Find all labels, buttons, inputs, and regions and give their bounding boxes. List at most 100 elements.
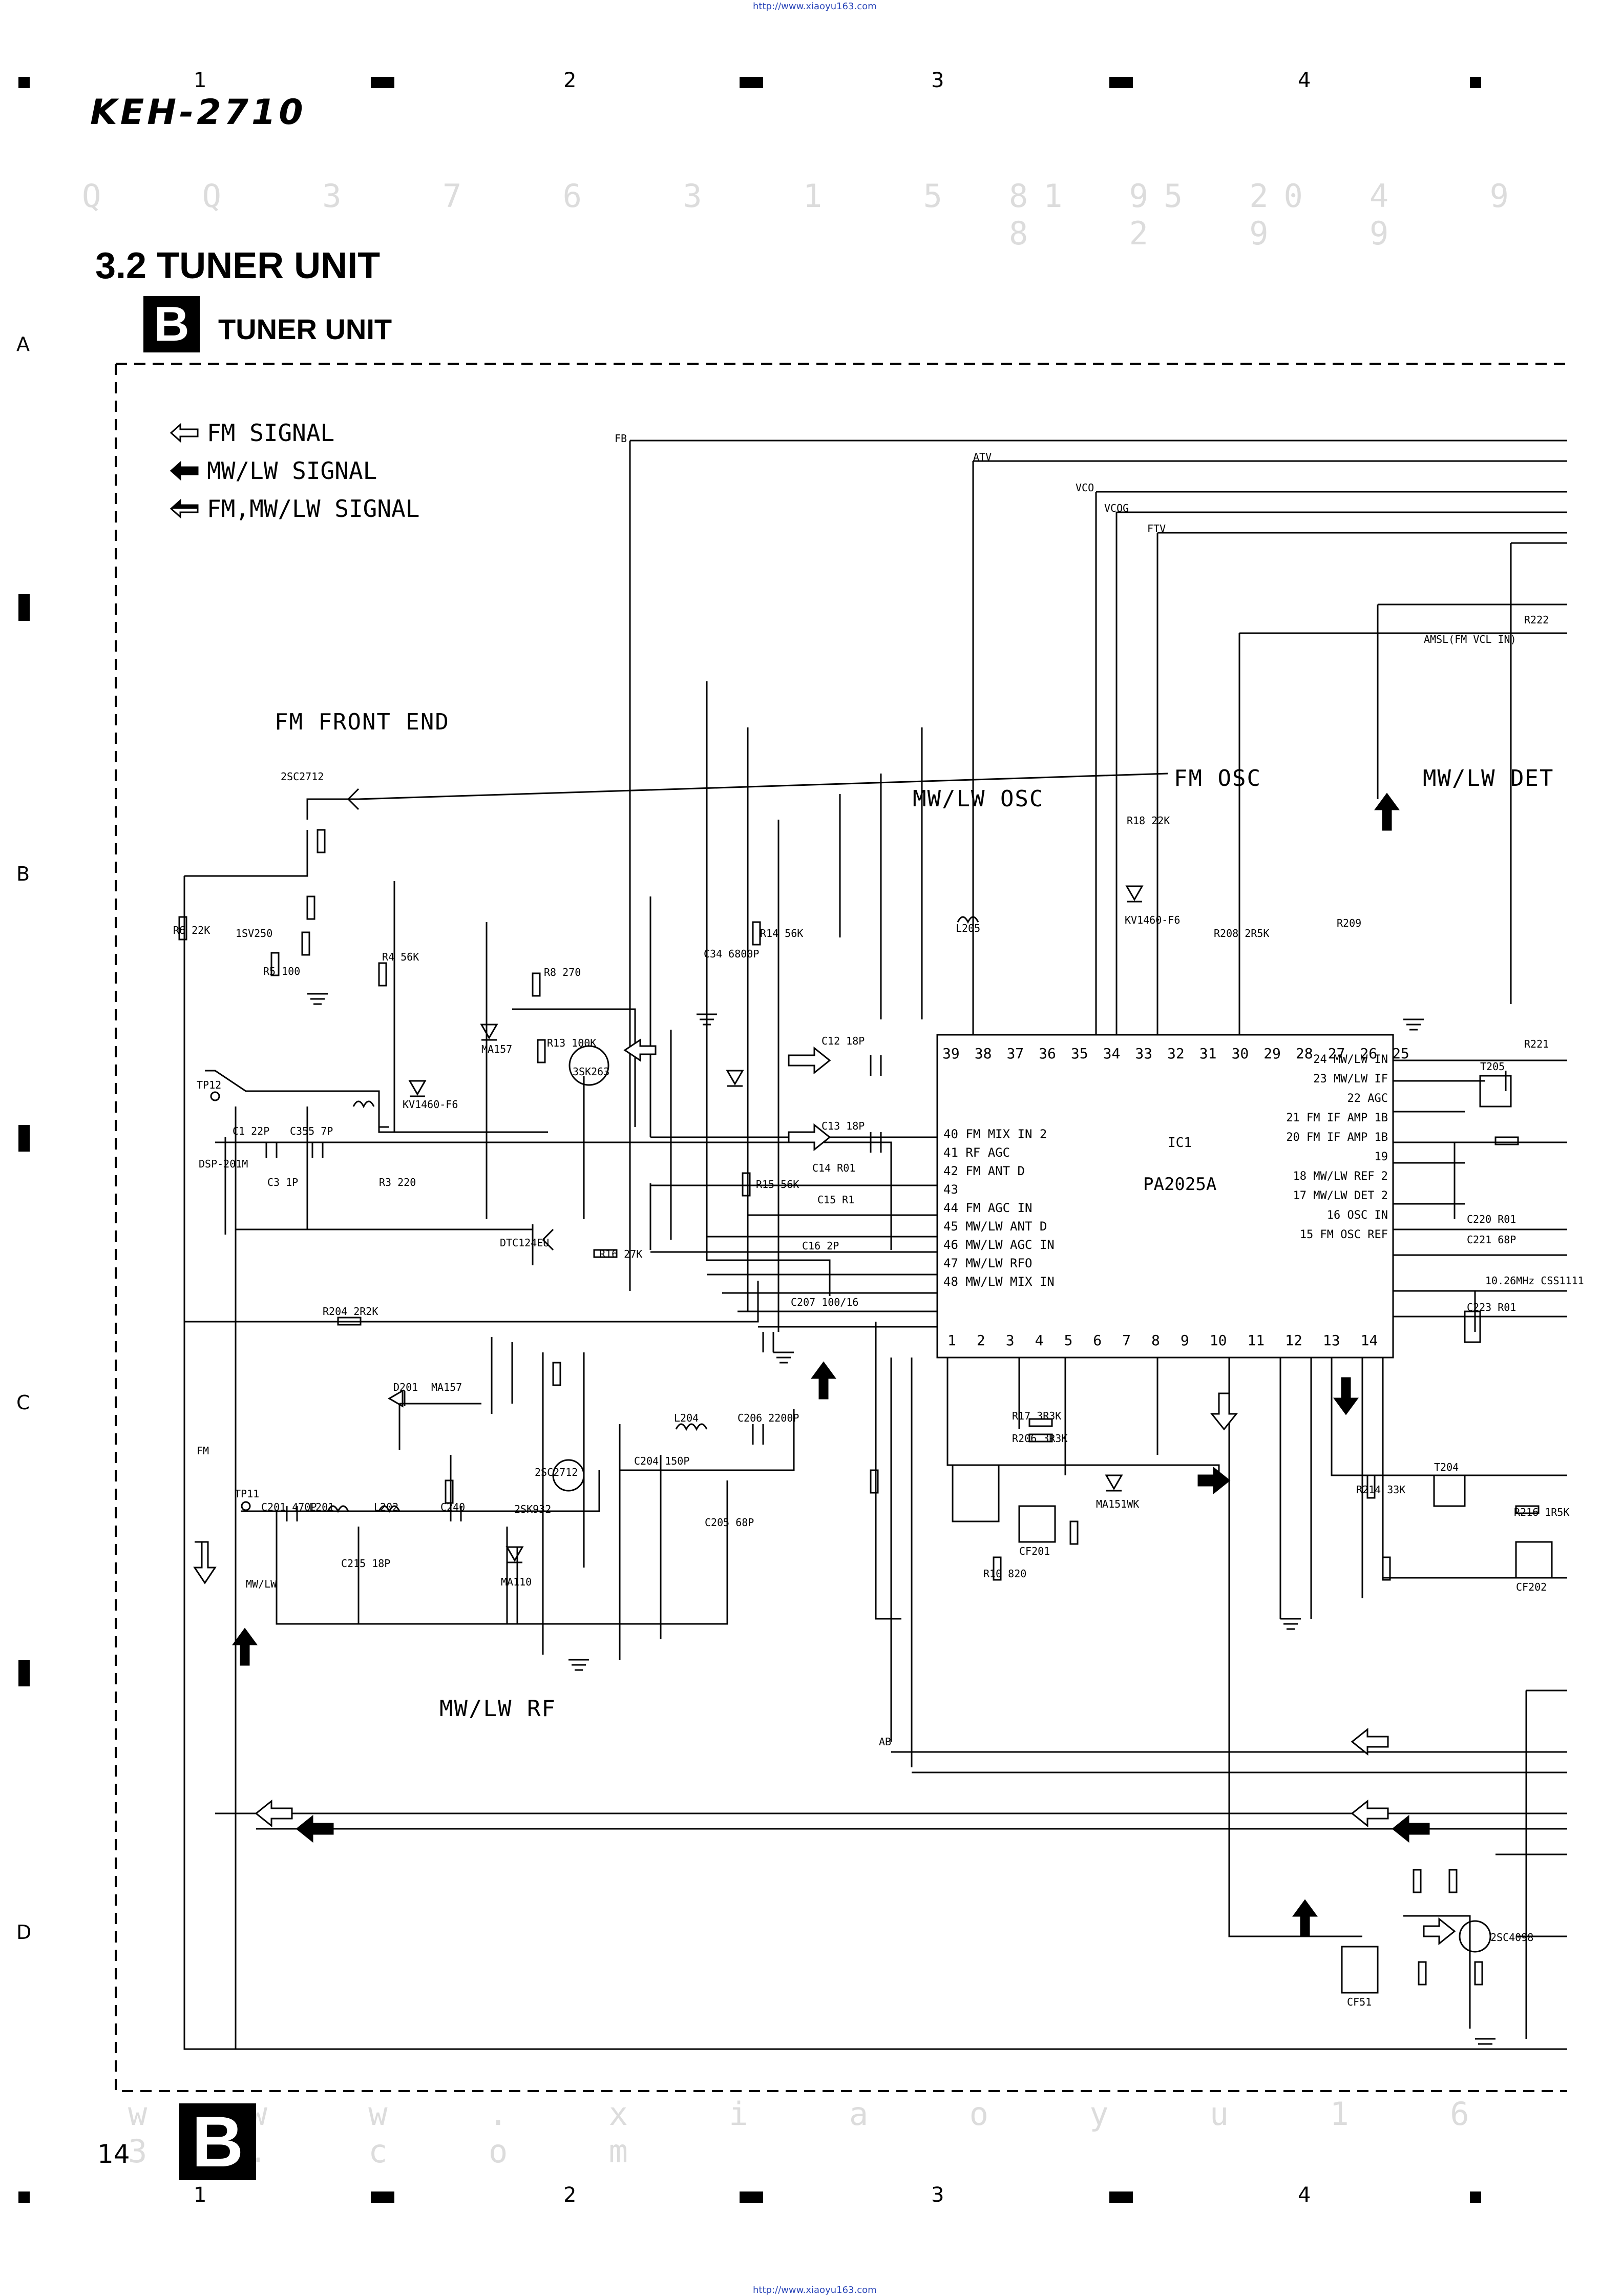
mwlw-signal-arrow — [1292, 1899, 1318, 1937]
label-l205: L205 — [956, 922, 981, 934]
ic-pin-11: 11 — [1247, 1332, 1265, 1349]
fm-signal-arrow — [255, 1799, 293, 1828]
wire — [183, 876, 1567, 2050]
label-c201: C201 470P — [261, 1501, 317, 1513]
inductor-l205 — [957, 916, 979, 924]
ruler-row-b: B — [16, 863, 30, 885]
ic-pin-40: 40 FM MIX IN 2 — [943, 1127, 1047, 1141]
ic-pin-36: 36 — [1039, 1045, 1056, 1062]
label-q52: 2SC4098 — [1490, 1931, 1534, 1944]
transformer-t2 — [952, 1464, 1000, 1522]
label-d1: 1SV250 — [236, 927, 273, 940]
ic-pin-4: 4 — [1035, 1332, 1044, 1349]
wire — [184, 1281, 759, 1323]
label-cf201: CF201 — [1019, 1545, 1050, 1557]
ic-pin-44: 44 FM AGC IN — [943, 1201, 1033, 1215]
capacitor-c240 — [450, 1506, 462, 1521]
label-d202: MA110 — [501, 1576, 532, 1588]
wire — [357, 1527, 518, 1624]
diode-d5 — [1105, 1474, 1123, 1492]
source-url-top[interactable]: http://www.xiaoyu163.com — [753, 1, 877, 12]
mwlw-signal-arrow — [1197, 1466, 1231, 1495]
label-r222: R222 — [1524, 614, 1549, 626]
label-atv: ATV — [973, 451, 992, 463]
ground-symbol — [1280, 1618, 1301, 1630]
label-r6: R6 22K — [173, 924, 210, 936]
hollow-arrow-icon — [170, 423, 199, 443]
label-vcog: VCOG — [1104, 502, 1129, 514]
test-point-tp12 — [210, 1091, 220, 1101]
unit-badge: B — [143, 296, 200, 352]
section-title: 3.2 TUNER UNIT — [95, 245, 381, 286]
mwlw-signal-arrow — [1392, 1814, 1430, 1843]
ic1-ref: IC1 — [1168, 1135, 1192, 1151]
ic-pin-24: 24 MW/LW IN — [1313, 1053, 1388, 1066]
resistor-r204 — [337, 1317, 362, 1326]
inductor-l202 — [378, 1505, 401, 1513]
transistor-q5 — [542, 1228, 554, 1251]
ic-pin-33: 33 — [1135, 1045, 1153, 1062]
label-r5: R5 100 — [263, 965, 301, 977]
ic-pin-8: 8 — [1151, 1332, 1160, 1349]
label-r214: R214 33K — [1356, 1484, 1406, 1496]
diode-d202 — [505, 1546, 524, 1563]
ruler-marker — [18, 2191, 30, 2203]
label-c16: C16 2P — [802, 1240, 839, 1252]
ic-pin-7: 7 — [1122, 1332, 1131, 1349]
ruler-marker — [18, 1660, 30, 1686]
label-cf51: CF51 — [1347, 1996, 1372, 2008]
ic-pin-22: 22 AGC — [1347, 1092, 1388, 1105]
legend-label-fm: FM SIGNAL — [207, 419, 335, 447]
label-ab: AB — [879, 1736, 892, 1748]
ruler-marker — [18, 77, 30, 88]
label-d201: D201 — [393, 1381, 418, 1393]
label-r13: R13 100K — [547, 1037, 597, 1049]
block-label-mwlw-osc: MW/LW OSC — [913, 786, 1044, 812]
ground-symbol — [1403, 1018, 1424, 1031]
label-mwlw-line: MW/LW — [246, 1578, 277, 1590]
ic-pin-1: 1 — [947, 1332, 956, 1349]
filter-cf51 — [1341, 1946, 1379, 1994]
label-q202: 2SC2712 — [535, 1466, 578, 1478]
ruler-col-1-bottom: 1 — [194, 2183, 207, 2207]
ic1-top-pins: 39 38 37 36 35 34 33 32 31 30 29 28 27 2… — [942, 1045, 1409, 1062]
resistor-r6 — [178, 916, 187, 941]
label-r14: R14 56K — [760, 927, 804, 940]
ic-pin-34: 34 — [1103, 1045, 1121, 1062]
ic-pin-39: 39 — [942, 1045, 960, 1062]
ruler-marker — [18, 594, 30, 621]
ic-pin-46: 46 MW/LW AGC IN — [943, 1238, 1055, 1252]
unit-badge-bottom: B — [179, 2101, 256, 2182]
block-label-fm-front-end: FM FRONT END — [275, 709, 450, 735]
resistor-r2 — [301, 931, 310, 956]
transistor-q52 — [1459, 1920, 1491, 1953]
wire — [241, 1470, 728, 1625]
mwlw-signal-arrow — [232, 1627, 258, 1666]
source-url-bottom[interactable]: http://www.xiaoyu163.com — [753, 2285, 877, 2295]
resistor-r74 — [1418, 1961, 1427, 1986]
filled-arrow-icon — [170, 461, 199, 481]
resistor-r8 — [532, 972, 541, 997]
resistor-r216 — [1515, 1505, 1540, 1514]
resistor-r10 — [993, 1556, 1002, 1581]
transistor-q2 — [347, 788, 360, 810]
legend-label-both: FM,MW/LW SIGNAL — [207, 495, 420, 523]
ic-pin-18: 18 MW/LW REF 2 — [1293, 1170, 1388, 1183]
label-fb: FB — [615, 432, 627, 445]
ic-pin-23: 23 MW/LW IF — [1313, 1073, 1388, 1086]
diode-d201 — [387, 1389, 406, 1408]
mwlw-signal-arrow — [296, 1814, 334, 1843]
ic-pin-13: 13 — [1322, 1332, 1340, 1349]
legend-item-both: FM,MW/LW SIGNAL — [169, 490, 419, 528]
resistor-r5 — [270, 952, 280, 976]
resistor-r239 — [445, 1479, 454, 1504]
ruler-marker — [18, 1125, 30, 1152]
label-r4: R4 56K — [382, 951, 419, 963]
ic-pin-29: 29 — [1263, 1045, 1281, 1062]
ic-pin-21: 21 FM IF AMP 1B — [1286, 1112, 1388, 1124]
ic-pin-25: 25 — [1392, 1045, 1409, 1062]
ic-pin-6: 6 — [1093, 1332, 1102, 1349]
ic-pin-45: 45 MW/LW ANT D — [943, 1219, 1047, 1234]
ruler-marker — [371, 2191, 394, 2203]
